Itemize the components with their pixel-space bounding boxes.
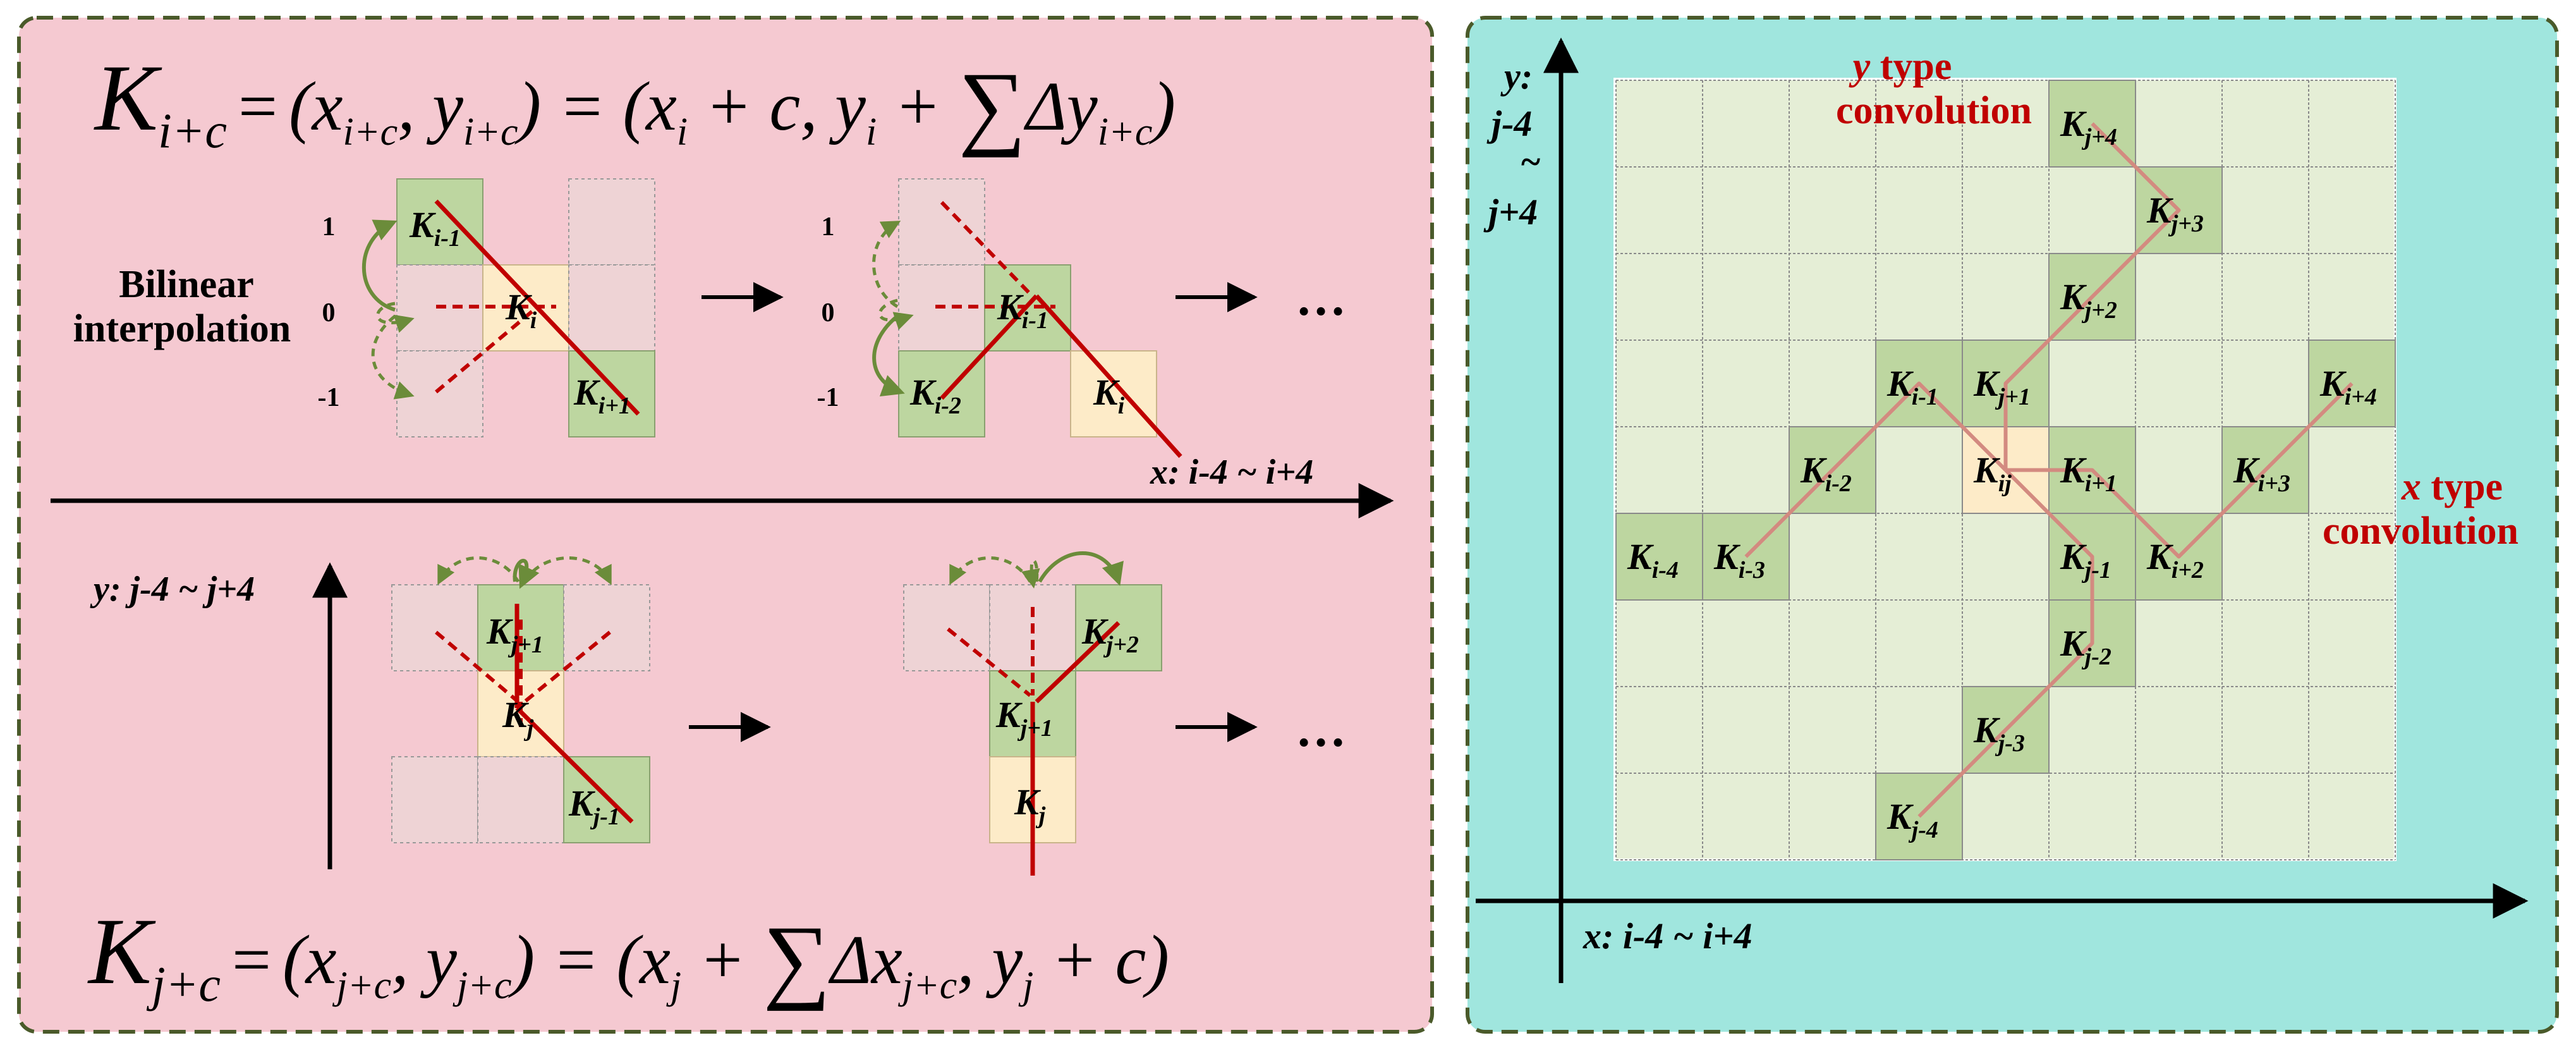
x-type-convolution-label: x type bbox=[2401, 465, 2503, 508]
offset-label-minus1-step2: -1 bbox=[817, 383, 839, 412]
grid-paths bbox=[1744, 122, 2354, 818]
bilinear-label-line2: interpolation bbox=[73, 307, 291, 350]
offset-label-1-step2: 1 bbox=[822, 212, 835, 242]
cell-k-j+1-bstep1: Kj+1 bbox=[486, 611, 544, 658]
cell-k-j+2-bstep2: Kj+2 bbox=[1081, 611, 1139, 658]
cell-k-j-1-bstep1: Kj-1 bbox=[568, 783, 620, 830]
grid-cell-label-i+3: Ki+3 bbox=[2233, 450, 2290, 497]
convolution-path-1 bbox=[2005, 382, 2354, 559]
top-step2-cells bbox=[898, 178, 1157, 437]
grid-cell-label-i+4: Ki+4 bbox=[2319, 363, 2377, 410]
cell-k-j+1-bstep2: Kj+1 bbox=[995, 694, 1053, 742]
formula-bottom: Kj+c=(xj+c, yj+c) = (xj + ∑Δxj+c, yj + c… bbox=[87, 899, 1169, 1012]
convolution-path-0 bbox=[1744, 381, 2007, 558]
offset-label-0: 0 bbox=[322, 298, 336, 327]
bilinear-label-line1: Bilinear bbox=[119, 263, 254, 306]
left-y-axis-label: y: j-4 ~ j+4 bbox=[90, 570, 255, 609]
grid-cell-label-i-3: Ki-3 bbox=[1713, 536, 1765, 584]
left-panel: Ki+c=(xi+c, yi+c) = (xi + c, yi + ∑Δyi+c… bbox=[17, 16, 1434, 1034]
cell-k-i-1-step1: Ki-1 bbox=[409, 204, 461, 252]
grid-cell-label-j-1: Kj-1 bbox=[2060, 536, 2111, 584]
grid-cell-label-j-4: Kj-4 bbox=[1886, 796, 1938, 843]
right-y-axis-title-line3: ~ bbox=[1520, 141, 1541, 182]
offset-label-0-step2: 0 bbox=[822, 298, 835, 327]
convolution-path-2 bbox=[2003, 122, 2181, 470]
cell-k-j-bstep1: Kj bbox=[502, 694, 534, 742]
left-x-axis-label: x: i-4 ~ i+4 bbox=[1150, 453, 1313, 492]
grid-cell-label-i-2: Ki-2 bbox=[1800, 450, 1852, 497]
cell-k-i-step1: Ki bbox=[505, 286, 537, 334]
right-y-axis-title-line2: j-4 bbox=[1486, 103, 1532, 144]
x-type-convolution-label-line2: convolution bbox=[2323, 510, 2518, 553]
grid-cell-label-j+2: Kj+2 bbox=[2060, 276, 2117, 324]
grid-cell-label-j+1: Kj+1 bbox=[1973, 363, 2031, 410]
grid-cell-label-i-1: Ki-1 bbox=[1886, 363, 1938, 410]
grid-cell-i-4 bbox=[1615, 513, 1703, 601]
cell-k-i+1-step1: Ki+1 bbox=[573, 372, 631, 419]
y-type-convolution-label-line2: convolution bbox=[1836, 89, 2032, 132]
convolution-path-3 bbox=[1917, 468, 2094, 818]
grid-cell-label-i+1: Ki+1 bbox=[2060, 450, 2117, 497]
right-panel: Kj+4Kj+3Kj+2Ki-1 Kj+1 Ki+4Ki-2 Kij Ki+1 Ki+3K… bbox=[1466, 16, 2559, 1034]
grid-labels: Kj+4Kj+3Kj+2Ki-1 Kj+1 Ki+4Ki-2 Kij Ki+1 Ki+3K… bbox=[1627, 103, 2377, 843]
grid-cell-label-i+2: Ki+2 bbox=[2146, 536, 2204, 584]
grid-cell-label-j+3: Kj+3 bbox=[2146, 190, 2204, 237]
offset-label-minus1: -1 bbox=[318, 383, 340, 412]
bottom-step1-cells bbox=[391, 584, 650, 843]
y-type-convolution-label: y type bbox=[1849, 45, 1952, 88]
grid-cell-label-ij: Kij bbox=[1973, 450, 2012, 497]
grid-cell-label-j-2: Kj-2 bbox=[2060, 623, 2111, 670]
offset-label-1: 1 bbox=[322, 212, 336, 242]
cell-k-i-1-step2: Ki-1 bbox=[997, 286, 1048, 334]
ellipsis-bottom: … bbox=[1296, 702, 1346, 757]
grid-cell-label-j+4: Kj+4 bbox=[2060, 103, 2117, 150]
grid-cell-label-i-4: Ki-4 bbox=[1627, 536, 1679, 584]
cell-k-j-bstep2: Kj bbox=[1014, 781, 1046, 829]
formula-top: Ki+c=(xi+c, yi+c) = (xi + c, yi + ∑Δyi+c… bbox=[94, 46, 1176, 158]
ellipsis-top: … bbox=[1296, 271, 1346, 326]
grid-cell-label-j-3: Kj-3 bbox=[1973, 709, 2025, 757]
cell-k-i-2-step2: Ki-2 bbox=[909, 372, 961, 419]
right-x-axis-title: x: i-4 ~ i+4 bbox=[1583, 915, 1752, 957]
left-panel-background bbox=[17, 16, 1434, 1034]
cell-k-i-step2: Ki bbox=[1093, 372, 1125, 419]
right-y-axis-title-line1: y: bbox=[1500, 56, 1533, 97]
top-step1-cells bbox=[396, 178, 655, 437]
right-y-axis-title-line4: j+4 bbox=[1483, 192, 1538, 233]
